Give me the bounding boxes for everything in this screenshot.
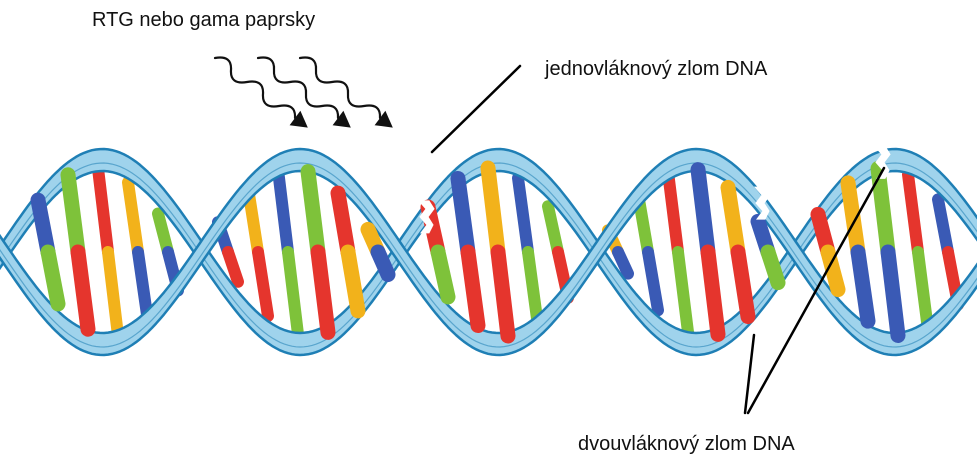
base-segment — [78, 252, 88, 329]
double-break-pointer-lower — [745, 335, 754, 413]
radiation-arrows — [215, 58, 393, 128]
base-segment — [648, 252, 658, 310]
wavy-arrow-icon — [258, 58, 351, 128]
wavy-arrow-icon — [215, 58, 308, 128]
base-segment — [678, 252, 688, 332]
base-segment — [338, 193, 348, 252]
base-segment — [48, 252, 58, 304]
base-segment — [518, 178, 528, 252]
base-segment — [348, 252, 358, 311]
base-segment — [98, 168, 108, 252]
wavy-arrow-icon — [300, 58, 393, 128]
single-break-pointer — [432, 66, 520, 152]
base-segment — [918, 252, 928, 330]
single-strand-break-label: jednovláknový zlom DNA — [545, 59, 767, 79]
base-segment — [438, 252, 448, 297]
base-segment — [128, 182, 138, 252]
base-segment — [468, 252, 478, 326]
base-segment — [668, 172, 678, 252]
base-segment — [108, 252, 118, 336]
base-segment — [938, 199, 948, 252]
base-segment — [548, 206, 558, 252]
base-segment — [278, 170, 288, 252]
base-segment — [888, 252, 898, 336]
base-segment — [38, 200, 48, 252]
base-segment — [698, 170, 708, 252]
base-segment — [318, 252, 328, 332]
base-segment — [498, 252, 508, 336]
base-segment — [768, 252, 778, 283]
base-segment — [528, 252, 538, 326]
base-segment — [458, 178, 468, 252]
base-segment — [258, 252, 268, 316]
radiation-label: RTG nebo gama paprsky — [92, 10, 315, 30]
base-segment — [708, 252, 718, 334]
base-segment — [738, 252, 748, 317]
base-segment — [488, 168, 498, 252]
double-strand-break-label: dvouvláknový zlom DNA — [578, 434, 795, 454]
base-segment — [728, 187, 738, 252]
base-segment — [308, 172, 318, 252]
base-segment — [618, 252, 628, 274]
base-segment — [228, 252, 238, 282]
base-segment — [378, 252, 388, 275]
base-segment — [908, 174, 918, 252]
base-segment — [68, 175, 78, 252]
base-segment — [288, 252, 298, 334]
base-segment — [858, 252, 868, 321]
base-segment — [878, 168, 888, 252]
